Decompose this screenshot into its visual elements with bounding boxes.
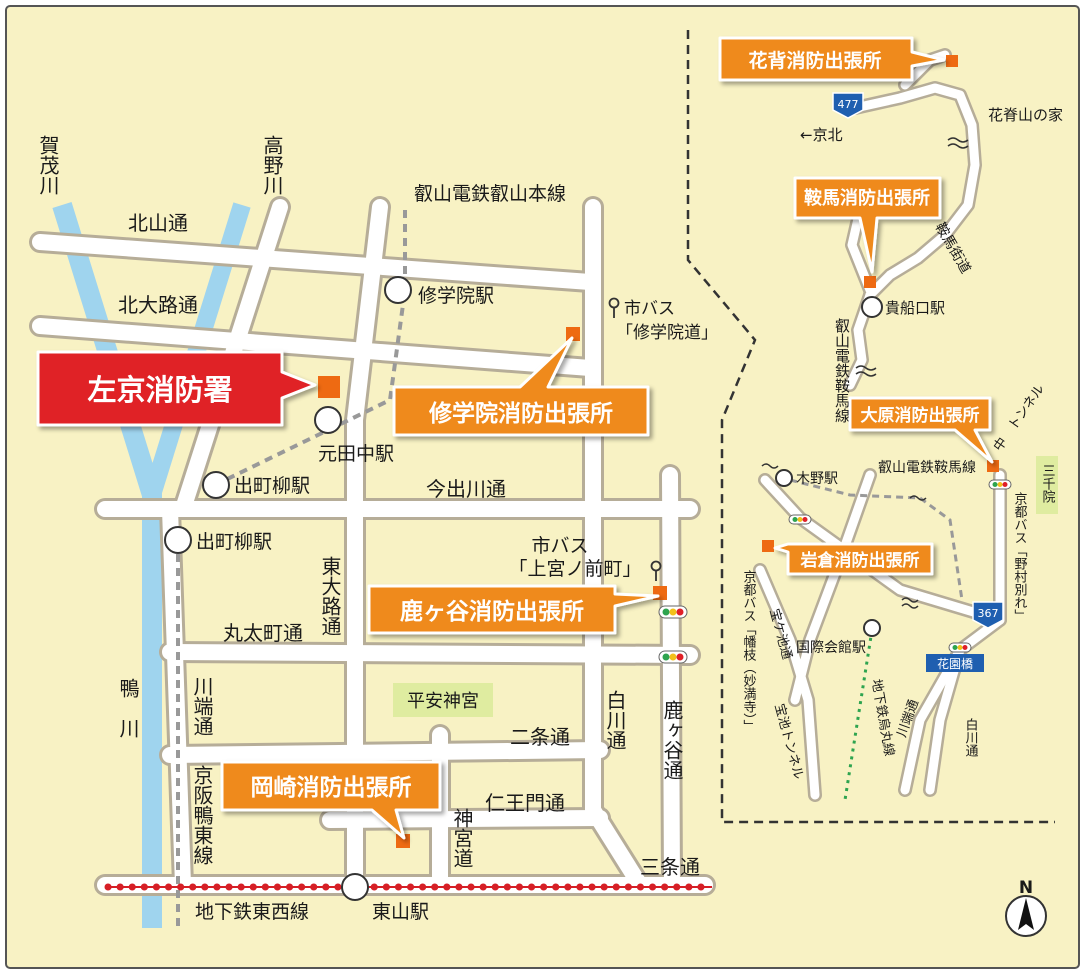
inset-divider	[686, 30, 1055, 824]
bus-nomura-label: 京都バス「野村別れ」	[1012, 492, 1028, 622]
shugakuin-station-marker	[566, 327, 580, 341]
north-inset-roads	[843, 48, 982, 392]
route-477-sign-icon	[832, 92, 864, 119]
eiden-kurama-south-label: 叡山電鉄鞍馬線	[878, 459, 976, 476]
traffic-signal-icon	[658, 650, 688, 664]
marutamachi-street-label: 丸太町通	[223, 621, 303, 645]
traffic-signal-icon	[988, 479, 1012, 490]
bus-hatasaki-label: 京都バス「幡枝（妙満寺）」	[741, 570, 757, 733]
ohara-callout-label: 大原消防出張所	[861, 405, 980, 426]
kurama-station-marker	[864, 276, 876, 288]
kitayama-street-label: 北山通	[128, 211, 188, 235]
okazaki-callout-label: 岡崎消防出張所	[251, 774, 412, 801]
traffic-signal-icon	[658, 605, 688, 619]
kitaoji-street-label: 北大路通	[118, 293, 198, 317]
compass-icon	[1005, 895, 1047, 937]
kurama-callout-label: 鞍馬消防出張所	[804, 187, 930, 209]
heian-shrine-label: 平安神宮	[407, 691, 479, 712]
route-367-label: 367	[978, 607, 999, 620]
iwakura-callout[interactable]	[773, 542, 934, 576]
kurama-callout[interactable]	[793, 176, 942, 274]
shirakawa-street-label: 白川通	[603, 690, 627, 750]
kibuneguchi-station-icon	[861, 296, 883, 318]
kamo-river-label: 鴨 川	[116, 678, 140, 738]
compass-label: N	[1019, 878, 1033, 898]
kino-station-label: 木野駅	[796, 471, 838, 487]
shirakawa-south-label: 白川通	[963, 717, 979, 757]
traffic-signal-icon	[788, 514, 812, 525]
shishigatani-street-label: 鹿ヶ谷通	[660, 700, 684, 780]
sakyo-callout-label: 左京消防署	[87, 373, 232, 407]
takano-river-label: 高野川	[260, 135, 284, 195]
sanzen-box	[1036, 456, 1058, 514]
kaminomiya-bus-line1: 市バス	[531, 535, 588, 557]
kibuneguchi-label: 貴船口駅	[885, 299, 945, 317]
south-inset-roads	[753, 468, 1007, 802]
ohara-station-marker	[987, 460, 999, 472]
shugakuin-callout[interactable]	[392, 336, 650, 437]
bus-stop-icon	[608, 297, 620, 318]
higashioji-street-label: 東大路通	[318, 556, 342, 636]
demachi-eiden-station-label: 出町柳駅	[234, 475, 310, 497]
shishigatani-callout-label: 鹿ヶ谷消防出張所	[400, 598, 584, 625]
iwakura-callout-label: 岩倉消防出張所	[800, 550, 920, 571]
tozai-line-label: 地下鉄東西線	[195, 901, 309, 923]
shugakuin-callout-label: 修学院消防出張所	[428, 400, 613, 427]
ohara-callout[interactable]	[848, 396, 994, 464]
okazaki-station-marker	[396, 834, 410, 848]
shugakuin-bus-line2: 「修学院道」	[616, 323, 718, 343]
higashiyama-station-icon	[341, 873, 369, 901]
sakyo-station-marker	[318, 376, 340, 398]
sakyo-callout[interactable]	[36, 350, 317, 427]
demachi-keihan-station-icon	[164, 526, 192, 554]
kino-station-icon	[775, 469, 793, 487]
eizan-line-label: 叡山電鉄叡山本線	[414, 183, 566, 205]
kokusai-station-icon	[863, 619, 881, 637]
hanazono-bridge-box	[926, 654, 984, 672]
shugakuin-station-icon	[384, 276, 412, 304]
traffic-signal-icon	[948, 642, 972, 653]
kokusai-station-label: 国際会館駅	[796, 639, 866, 656]
mototanaka-station-icon	[314, 406, 342, 434]
hanase-callout-label: 花背消防出張所	[748, 49, 881, 72]
nijo-street-label: 二条通	[510, 725, 570, 749]
hanase-callout[interactable]	[718, 36, 946, 82]
iwakura-station-marker	[762, 540, 774, 552]
hanase-station-marker	[946, 55, 958, 67]
kamo-upper-river-label: 賀茂川	[36, 135, 60, 195]
shishigatani-callout[interactable]	[367, 584, 660, 635]
bus-stop-icon	[650, 560, 662, 581]
kawabata-street-label: 川端通	[190, 676, 214, 736]
route-477-label: 477	[838, 98, 859, 111]
hanazono-bridge-label: 花園橋	[937, 656, 973, 671]
sanjo-street-label: 三条通	[640, 855, 700, 879]
keihan-line-label: 京阪鴨東線	[190, 765, 214, 865]
demachi-eiden-station-icon	[202, 471, 230, 499]
higashiyama-station-label: 東山駅	[372, 901, 429, 923]
hanase-yama-label: 花脊山の家	[988, 106, 1063, 124]
jingumichi-street-label: 神宮道	[450, 808, 474, 868]
sanzen-label: 三千院	[1040, 464, 1056, 503]
imadegawa-street-label: 今出川通	[426, 477, 506, 501]
mototanaka-station-label: 元田中駅	[318, 443, 394, 465]
demachi-keihan-station-label: 出町柳駅	[196, 531, 272, 553]
eiden-kurama-south-line	[789, 478, 964, 601]
route-367-sign-icon	[972, 601, 1004, 629]
eiden-kurama-north-label: 叡山電鉄鞍馬線	[833, 318, 851, 423]
heian-shrine-box	[393, 683, 493, 717]
shugakuin-bus-line1: 市バス	[624, 299, 675, 319]
kyoto-north-label: ←京北	[800, 126, 843, 144]
niomon-street-label: 仁王門通	[485, 791, 565, 815]
shugakuin-station-label: 修学院駅	[418, 285, 494, 307]
kaminomiya-bus-line2: 「上宮ノ前町」	[508, 558, 641, 580]
okazaki-callout[interactable]	[220, 760, 442, 840]
